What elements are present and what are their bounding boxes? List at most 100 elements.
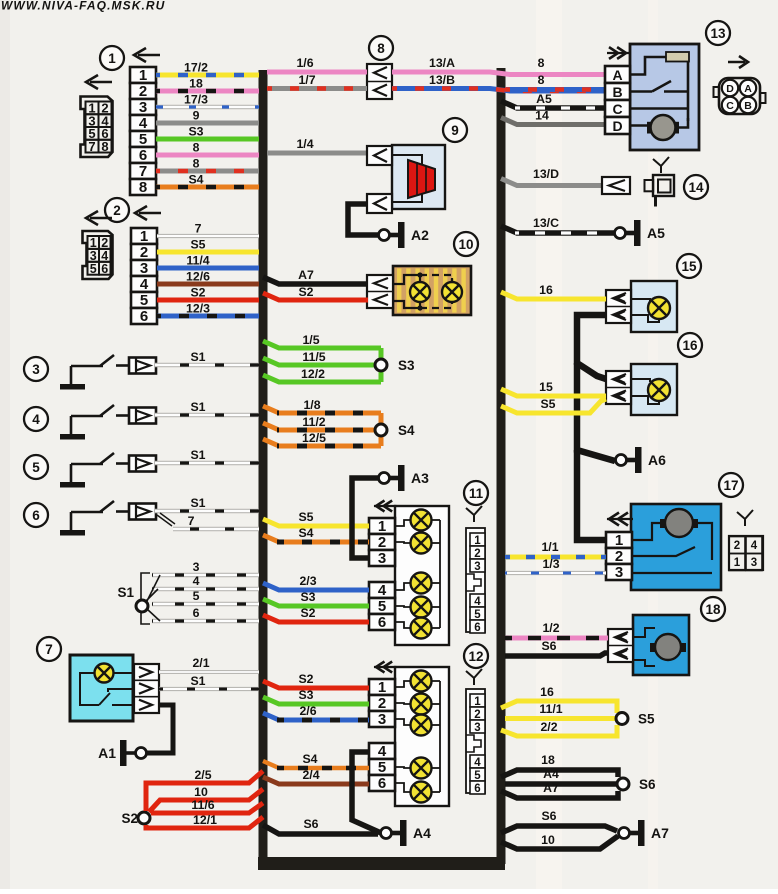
svg-text:15: 15 [539, 380, 553, 394]
svg-text:A5: A5 [536, 92, 552, 106]
svg-text:1: 1 [474, 535, 481, 547]
svg-text:3: 3 [751, 557, 757, 569]
svg-text:5: 5 [90, 262, 97, 276]
svg-text:4: 4 [474, 596, 481, 608]
svg-text:6: 6 [378, 775, 386, 792]
svg-text:1/8: 1/8 [303, 398, 320, 412]
svg-text:14: 14 [535, 109, 549, 123]
svg-text:6: 6 [474, 622, 480, 634]
svg-text:2/5: 2/5 [194, 768, 211, 782]
svg-text:13/B: 13/B [429, 73, 455, 87]
svg-text:8: 8 [139, 179, 147, 196]
svg-text:6: 6 [378, 614, 386, 631]
svg-text:S1: S1 [190, 496, 205, 510]
svg-text:5: 5 [139, 131, 147, 148]
svg-text:4: 4 [378, 743, 387, 760]
svg-text:4: 4 [101, 249, 108, 263]
svg-text:S2: S2 [121, 811, 138, 826]
svg-text:2: 2 [113, 203, 121, 218]
svg-text:S3: S3 [398, 358, 415, 373]
svg-text:5: 5 [140, 292, 148, 309]
svg-text:2/3: 2/3 [299, 574, 316, 588]
svg-text:1/5: 1/5 [302, 333, 319, 347]
svg-text:WWW.NIVA-FAQ.MSK.RU: WWW.NIVA-FAQ.MSK.RU [1, 0, 165, 13]
svg-text:11: 11 [469, 486, 484, 501]
svg-text:6: 6 [101, 262, 108, 276]
svg-text:17: 17 [723, 478, 738, 493]
svg-text:11/4: 11/4 [186, 254, 209, 268]
svg-text:1/3: 1/3 [542, 557, 559, 571]
svg-text:S2: S2 [190, 286, 205, 300]
svg-text:18: 18 [189, 77, 203, 91]
svg-text:5: 5 [378, 759, 386, 776]
svg-text:4: 4 [140, 276, 149, 293]
svg-text:14: 14 [688, 180, 704, 195]
svg-text:3: 3 [474, 561, 480, 573]
svg-text:S6: S6 [541, 639, 556, 653]
svg-text:S1: S1 [190, 674, 205, 688]
svg-text:2/2: 2/2 [540, 720, 557, 734]
svg-text:S5: S5 [298, 510, 313, 524]
svg-text:7: 7 [88, 139, 95, 154]
svg-text:1: 1 [108, 51, 116, 66]
svg-text:16: 16 [539, 283, 553, 297]
svg-text:12: 12 [468, 649, 483, 664]
svg-text:18: 18 [541, 753, 555, 767]
svg-text:6: 6 [139, 147, 147, 164]
svg-text:8: 8 [538, 73, 545, 87]
svg-text:B: B [612, 84, 622, 100]
svg-text:10: 10 [541, 833, 555, 847]
svg-text:11/6: 11/6 [191, 798, 214, 812]
svg-text:6: 6 [193, 606, 200, 620]
svg-text:S4: S4 [302, 752, 317, 766]
svg-text:S1: S1 [190, 350, 205, 364]
svg-text:2: 2 [474, 709, 480, 721]
svg-text:1: 1 [734, 557, 741, 569]
svg-text:S2: S2 [298, 285, 313, 299]
svg-text:2: 2 [140, 244, 148, 261]
svg-text:1: 1 [474, 696, 481, 708]
svg-text:1: 1 [378, 518, 386, 535]
svg-text:8: 8 [101, 139, 108, 154]
svg-text:9: 9 [451, 123, 459, 138]
svg-text:11/1: 11/1 [539, 702, 562, 716]
svg-text:5: 5 [474, 609, 481, 621]
svg-text:S4: S4 [298, 526, 313, 540]
svg-text:A7: A7 [543, 781, 559, 795]
svg-text:S1: S1 [190, 400, 205, 414]
svg-text:A4: A4 [543, 767, 559, 781]
svg-text:8: 8 [377, 41, 385, 56]
svg-text:S6: S6 [541, 809, 556, 823]
svg-text:11/5: 11/5 [302, 350, 325, 364]
svg-text:2: 2 [101, 101, 108, 116]
svg-text:3: 3 [378, 550, 386, 567]
svg-text:4: 4 [378, 582, 387, 599]
svg-text:9: 9 [193, 109, 200, 123]
svg-text:S3: S3 [188, 125, 203, 139]
svg-text:A3: A3 [411, 470, 429, 486]
svg-text:2: 2 [474, 548, 480, 560]
svg-text:4: 4 [139, 115, 148, 132]
svg-text:12/1: 12/1 [193, 813, 217, 827]
svg-text:S1: S1 [117, 585, 134, 600]
svg-text:S1: S1 [190, 448, 205, 462]
svg-text:10: 10 [194, 785, 208, 799]
svg-text:1/6: 1/6 [296, 56, 313, 70]
svg-text:12/2: 12/2 [301, 367, 325, 381]
svg-text:4: 4 [193, 574, 200, 588]
svg-text:16: 16 [682, 338, 698, 353]
svg-text:18: 18 [705, 602, 721, 617]
svg-text:13/A: 13/A [429, 56, 455, 70]
svg-text:3: 3 [139, 99, 147, 116]
svg-text:5: 5 [474, 770, 481, 782]
svg-text:2: 2 [378, 534, 386, 551]
svg-text:S6: S6 [639, 777, 656, 792]
svg-text:4: 4 [32, 412, 40, 427]
svg-text:13: 13 [710, 26, 726, 41]
svg-text:2/1: 2/1 [192, 656, 209, 670]
svg-text:4: 4 [101, 113, 109, 128]
svg-text:1/2: 1/2 [542, 621, 559, 635]
svg-text:5: 5 [378, 598, 386, 615]
svg-text:2: 2 [734, 540, 740, 552]
svg-text:4: 4 [751, 540, 758, 552]
